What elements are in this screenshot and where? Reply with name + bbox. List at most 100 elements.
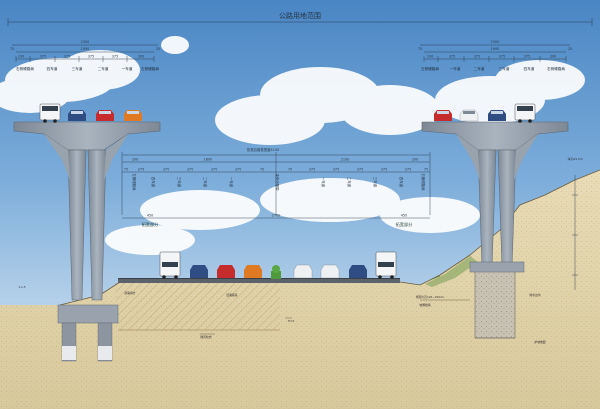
median-planting	[271, 271, 281, 279]
car-blue-ground-2	[349, 265, 367, 278]
ground-lane-2: 四车道	[151, 177, 156, 188]
car-blue-ground	[190, 265, 208, 278]
ground-dim2-1: 75	[124, 168, 128, 172]
toe-label: 坡脚挡墙	[419, 303, 430, 307]
ground-dim2-10: 375	[333, 168, 339, 172]
left-deck-sub: 1900	[81, 47, 90, 51]
widen-dim-1: 450	[147, 214, 153, 218]
right-lane-label-3: 二车道	[474, 66, 485, 71]
drain-label: 排水边沟	[529, 293, 540, 297]
ground-lane-11: 右侧硬路肩	[421, 174, 426, 191]
right-deck-seg-5: 375	[524, 55, 530, 59]
clouds	[0, 36, 585, 255]
right-pile-foundation	[474, 269, 516, 339]
right-deck-end-dim-2: 25	[568, 47, 572, 51]
ground-lane-4: 二车道	[203, 177, 208, 188]
car-white-ground-1	[293, 264, 313, 279]
annotations: 旧路路基 新路填方 H=5 微风化岩 护坡坡面 排水边沟 浆砌片石120~150…	[18, 157, 582, 344]
left-lane-label-5: 一车道	[122, 66, 133, 71]
old-road-label: 旧路路基	[226, 293, 237, 297]
clear-label: 净空≥5.5m	[567, 157, 582, 161]
left-lane-label-3: 三车道	[72, 66, 83, 71]
right-lane-label-4: 三车道	[499, 66, 510, 71]
left-lane-label-4: 二车道	[98, 66, 109, 71]
left-deck-total: 2300	[81, 40, 90, 44]
left-deck-lane-labels: 右侧硬路肩 四车道 三车道 二车道 一车道 左侧硬路肩	[16, 66, 159, 71]
right-deck-total: 2300	[491, 40, 500, 44]
ground-lane-7: 一车道	[321, 177, 326, 188]
left-deck-seg-2: 375	[40, 55, 46, 59]
left-pier	[13, 121, 161, 362]
right-deck-seg-1: 100	[427, 55, 433, 59]
left-deck-seg-5: 375	[112, 55, 118, 59]
ground-dim1-2: 1800	[204, 158, 213, 162]
ground-dim2-8: 75	[288, 168, 292, 172]
ground-road-dimensions: 拓宽后路基宽度4150 200 1800 2100 200 75 275 375…	[121, 147, 431, 215]
car-white-ground-2	[320, 264, 340, 279]
widen-label-right: 拓宽部分	[396, 221, 414, 228]
ground-lane-5: 一车道	[229, 177, 234, 188]
left-deck-seg-6: 300	[138, 55, 144, 59]
ground-road	[118, 265, 400, 283]
slope-label: 护坡坡面	[534, 340, 545, 344]
left-scale-label: 1:1.5	[18, 285, 25, 289]
truck-left-deck	[39, 103, 61, 123]
old-road-embankment	[115, 283, 280, 330]
ground-lane-8: 二车道	[347, 177, 352, 188]
new-fill-label: 新路填方	[124, 291, 135, 295]
ground-dim2-14: 75	[424, 168, 428, 172]
ground-lane-1: 左侧硬路肩	[132, 174, 137, 191]
left-deck-seg-3: 375	[64, 55, 70, 59]
truck-right-deck	[514, 103, 536, 123]
height-note: 浆砌片石120~150cm	[416, 295, 445, 299]
ground-dim1-1: 200	[132, 158, 138, 162]
ground-dim2-3: 375	[163, 168, 169, 172]
car-red-right-deck	[434, 110, 452, 121]
car-white-right-deck	[459, 109, 479, 122]
ground-dim2-13: 275	[405, 168, 411, 172]
ground-dim2-12: 375	[381, 168, 387, 172]
car-red-ground	[217, 265, 235, 278]
widening-dimensions: 450 2700 450 拓宽部分 拓宽部分	[122, 214, 430, 228]
left-deck-end-dim-2: 25	[156, 47, 160, 51]
ground-dim2-11: 375	[357, 168, 363, 172]
right-deck-seg-2: 375	[449, 55, 455, 59]
ground-dim2-4: 375	[187, 168, 193, 172]
right-lane-label-5: 四车道	[524, 66, 535, 71]
rock-label: 微风化岩	[200, 335, 211, 339]
right-deck-seg-6: 300	[550, 55, 556, 59]
ground-vehicles	[159, 251, 397, 279]
right-lane-label-1: 左侧硬路肩	[421, 66, 439, 71]
right-deck-end-dim-1: 75	[418, 47, 422, 51]
right-lane-label-6: 右侧硬路肩	[547, 66, 565, 71]
truck-ground-right	[375, 251, 397, 279]
title-block: 公路用地范围	[7, 11, 593, 26]
right-deck-lane-labels: 左侧硬路肩 一车道 二车道 三车道 四车道 右侧硬路肩	[421, 66, 565, 71]
ground-lane-labels: 左侧硬路肩 四车道 三车道 二车道 一车道 中央分隔带 一车道 二车道 三车道 …	[132, 174, 426, 192]
right-elevation-scale	[572, 175, 578, 290]
right-deck-seg-4: 375	[499, 55, 505, 59]
widen-dim-3: 450	[401, 214, 407, 218]
left-deck-seg-4: 375	[88, 55, 94, 59]
terrain	[0, 169, 600, 409]
ground-dim2-9: 375	[309, 168, 315, 172]
page-title: 公路用地范围	[279, 11, 321, 20]
left-lane-label-1: 右侧硬路肩	[16, 66, 34, 71]
left-lane-label-2: 四车道	[47, 66, 58, 71]
car-blue-left-deck	[68, 110, 86, 121]
right-deck-vehicles	[434, 103, 536, 123]
car-orange-ground	[244, 265, 262, 278]
car-red-left-deck	[96, 110, 114, 121]
left-deck-dimensions: 2300 1900 100 375 375 375 375 300 75 25	[10, 40, 160, 62]
right-deck-sub: 1900	[491, 47, 500, 51]
right-deck-dimensions: 2300 1900 100 375 375 375 375 300 75 25	[418, 40, 572, 62]
left-deck-end-dim-1: 75	[10, 47, 14, 51]
widen-label-left: 拓宽部分	[142, 221, 160, 228]
ground-dim1-3: 2100	[341, 158, 350, 162]
ground-header: 拓宽后路基宽度4150	[247, 147, 279, 152]
truck-ground-left	[159, 251, 181, 279]
right-lane-label-2: 一车道	[450, 66, 461, 71]
left-deck-seg-1: 100	[18, 55, 24, 59]
ground-lane-9: 三车道	[373, 177, 378, 188]
